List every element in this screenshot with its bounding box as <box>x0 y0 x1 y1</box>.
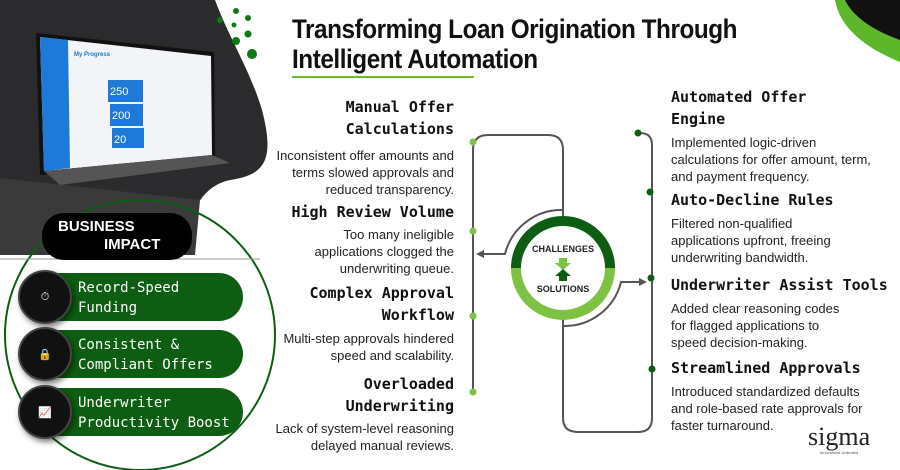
impact-line: Productivity Boost <box>78 415 230 431</box>
impact-line: Consistent & <box>78 337 180 353</box>
impact-ring <box>4 199 276 470</box>
solution-desc: Added clear reasoning codes for flagged … <box>671 301 840 350</box>
badge-line-1: BUSINESS <box>58 218 135 235</box>
logo-text: sigma <box>808 422 871 451</box>
laptop-stat: 20 <box>114 134 127 146</box>
impact-item: Consistent & Compliant Offers <box>40 330 243 378</box>
hub-solutions-label: SOLUTIONS <box>536 284 590 294</box>
title-underline <box>292 76 474 78</box>
laptop-image <box>36 33 230 185</box>
challenge-desc: Lack of system-level reasoning delayed m… <box>275 421 454 453</box>
solution-title: Auto-Decline Rules <box>671 191 834 209</box>
arrow-down-icon <box>555 258 571 270</box>
sigma-logo: sigma Innovations Unlimited <box>808 424 870 456</box>
decorative-dots <box>217 8 257 59</box>
impact-line: Compliant Offers <box>78 357 213 373</box>
logo-tagline: Innovations Unlimited <box>819 450 859 455</box>
solution-title: Automated Offer Engine <box>671 88 807 128</box>
impact-line: Record-Speed <box>78 280 180 296</box>
laptop-stat: 200 <box>112 110 131 122</box>
hub-challenges-label: CHALLENGES <box>531 244 594 254</box>
solution-desc: Introduced standardized defaults and rol… <box>671 384 863 433</box>
arrow-up-icon <box>555 269 571 281</box>
laptop-heading: My Progress <box>74 52 111 58</box>
challenge-title: Manual Offer Calculations <box>345 98 454 138</box>
challenge-desc: Inconsistent offer amounts and terms slo… <box>276 148 454 197</box>
laptop-stat: 250 <box>110 86 129 98</box>
challenge-title: Overloaded Underwriting <box>345 375 454 415</box>
solution-title: Underwriter Assist Tools <box>671 276 888 294</box>
secure-document-icon: 🔒 <box>18 327 72 381</box>
challenge-title: High Review Volume <box>291 203 454 221</box>
solution-title: Streamlined Approvals <box>671 359 861 377</box>
solution-desc: Implemented logic-driven calculations fo… <box>671 135 871 184</box>
growth-chart-icon: 📈 <box>18 385 72 439</box>
flow-connectors <box>472 132 653 433</box>
impact-line: Funding <box>78 300 138 316</box>
impact-line: Underwriter <box>78 395 171 411</box>
challenge-desc: Too many ineligible applications clogged… <box>314 227 455 276</box>
title-line-2: Intelligent Automation <box>292 44 538 74</box>
badge-line-2: IMPACT <box>104 236 161 253</box>
title-line-1: Transforming Loan Origination Through <box>292 14 738 44</box>
solution-desc: Filtered non-qualified applications upfr… <box>671 216 831 265</box>
challenge-title: Complex Approval Workflow <box>309 284 455 324</box>
page-title: Transforming Loan Origination Through In… <box>292 14 737 74</box>
ai-stopwatch-icon: ⏱ <box>18 270 72 324</box>
business-impact-badge: BUSINESS IMPACT <box>42 213 192 260</box>
challenge-desc: Multi-step approvals hindered speed and … <box>283 331 454 363</box>
